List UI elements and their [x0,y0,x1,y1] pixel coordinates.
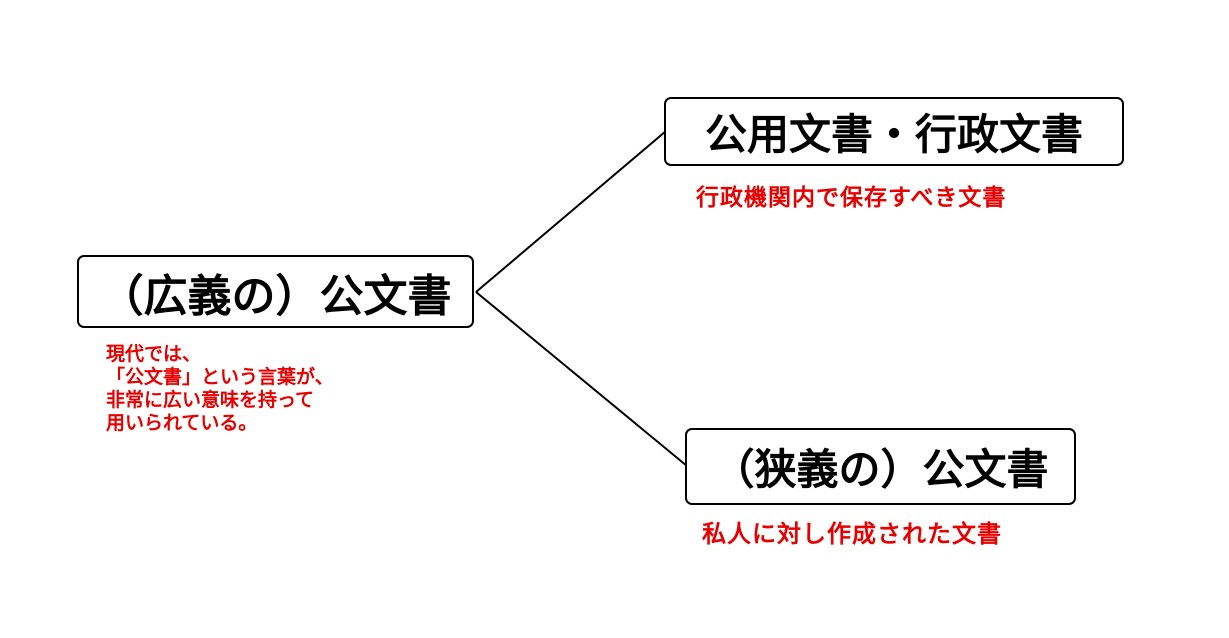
connector-to-narrow-document [475,291,688,467]
branch-node-label: （狭義の）公文書 [712,445,1049,494]
root-note-line: 用いられている。 [106,412,258,434]
branch-node-narrow-public-document: （狭義の）公文書 [685,428,1076,505]
connector-to-public-document [475,130,667,293]
root-note-line: 非常に広い意味を持って [106,389,315,411]
root-node-label: （広義の）公文書 [99,270,452,322]
root-note-line: 「公文書」という言葉が、 [106,366,334,388]
branch-note-narrow-public-document: 私人に対し作成された文書 [702,520,1002,548]
root-node-note: 現代では、 「公文書」という言葉が、 非常に広い意味を持って 用いられている。 [106,343,334,435]
branch-node-official-administrative-document: 公用文書・行政文書 [664,97,1124,166]
branch-note-official-administrative-document: 行政機関内で保存すべき文書 [696,185,1007,211]
branch-node-label: 公用文書・行政文書 [704,110,1083,159]
root-node-broad-public-document: （広義の）公文書 [77,255,474,328]
root-note-line: 現代では、 [106,343,202,365]
